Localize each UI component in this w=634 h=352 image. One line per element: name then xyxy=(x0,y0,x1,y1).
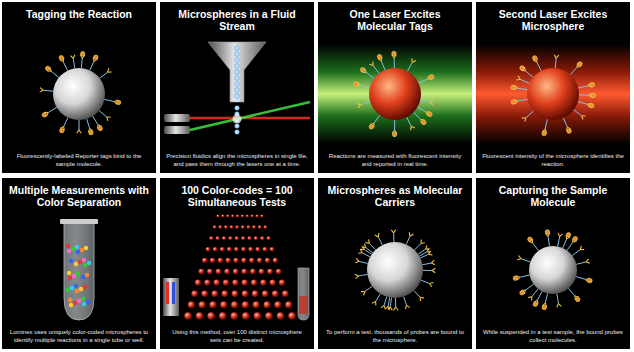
panel-box: One Laser Excites Molecular TagsReaction… xyxy=(318,2,472,173)
panel-heading: One Laser Excites Molecular Tags xyxy=(324,8,466,32)
panel-caption: Reactions are measured with fluorescent … xyxy=(324,153,466,168)
probes xyxy=(40,51,121,134)
microsphere xyxy=(53,68,105,120)
microsphere xyxy=(529,246,577,294)
probes xyxy=(355,230,435,311)
panel-caption: Luminex uses uniquely color-coded micros… xyxy=(8,329,150,344)
microsphere xyxy=(527,68,579,120)
microsphere xyxy=(369,68,421,120)
panel-caption: Using this method, over 100 distinct mic… xyxy=(166,329,308,344)
panel-caption: Precision fluidics align the microsphere… xyxy=(166,153,308,168)
panel-heading: Second Laser Excites Microsphere xyxy=(482,8,624,32)
panel-heading: Multiple Measurements with Color Separat… xyxy=(8,184,150,208)
panel-illustration xyxy=(2,2,156,173)
panel-heading: 100 Color-codes = 100 Simultaneous Tests xyxy=(166,184,308,208)
panel-heading: Microspheres in a Fluid Stream xyxy=(166,8,308,32)
panel-caption: Fluorescent intensity of the microsphere… xyxy=(482,153,624,168)
panel-box: Tagging the ReactionFluorescently-labele… xyxy=(2,2,156,173)
probes xyxy=(354,51,434,136)
panel-box: Microspheres as Molecular Carriers To per… xyxy=(318,178,472,349)
panel-box: Microspheres in a Fluid StreamPrecision … xyxy=(160,2,314,173)
panel-caption: To perform a test, thousands of probes a… xyxy=(324,329,466,344)
panel-heading: Capturing the Sample Molecule xyxy=(482,184,624,208)
panel-heading: Microspheres as Molecular Carriers xyxy=(324,184,466,208)
panel-caption: While suspended in a test sample, the bo… xyxy=(482,329,624,344)
panel-box: Second Laser Excites MicrosphereFluoresc… xyxy=(476,2,630,173)
panel-box: Multiple Measurements with Color Separat… xyxy=(2,178,156,349)
probes xyxy=(511,55,596,136)
microsphere xyxy=(367,242,423,298)
panel-heading: Tagging the Reaction xyxy=(8,8,150,20)
panel-box: Capturing the Sample MoleculeWhile suspe… xyxy=(476,178,630,349)
probes xyxy=(513,230,592,310)
panel-box: 100 Color-codes = 100 Simultaneous Tests… xyxy=(160,178,314,349)
panel-caption: Fluorescently-labeled Reporter tags bind… xyxy=(8,153,150,168)
